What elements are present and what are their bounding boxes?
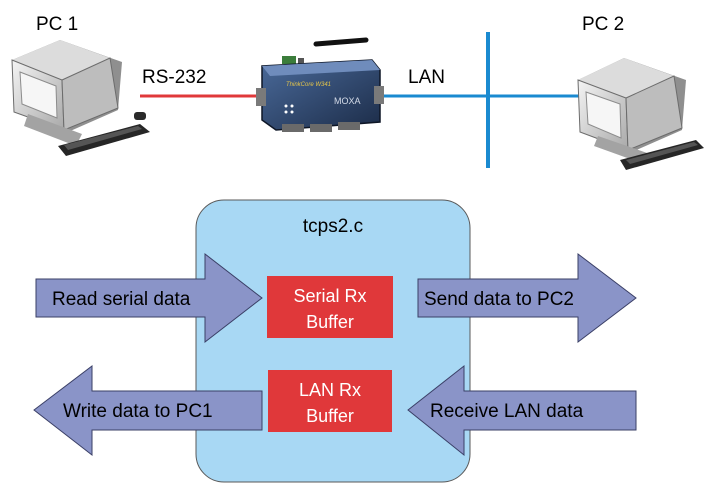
pc1-label: PC 1 <box>36 14 78 35</box>
read-serial-arrow: Read serial data <box>35 252 263 344</box>
device-model-text: ThinkCore W341 <box>286 82 331 88</box>
module-title: tcps2.c <box>303 216 363 237</box>
pc2-computer-icon <box>577 58 704 170</box>
receive-lan-arrow: Receive LAN data <box>407 364 637 457</box>
read-serial-label: Read serial data <box>52 289 191 310</box>
receive-lan-label: Receive LAN data <box>430 401 584 422</box>
lan-rx-buffer-line1: LAN Rx <box>299 380 361 400</box>
lan-label: LAN <box>408 67 445 88</box>
send-pc2-arrow: Send data to PC2 <box>417 252 637 344</box>
serial-rx-buffer: Serial Rx Buffer <box>267 276 393 338</box>
write-pc1-arrow: Write data to PC1 <box>33 364 263 457</box>
serial-rx-buffer-line1: Serial Rx <box>293 286 366 306</box>
serial-rx-buffer-line2: Buffer <box>306 312 354 332</box>
write-pc1-label: Write data to PC1 <box>63 401 213 422</box>
send-pc2-label: Send data to PC2 <box>424 289 574 310</box>
tcps2-module-box <box>195 199 471 483</box>
lan-rx-buffer-line2: Buffer <box>306 406 354 426</box>
moxa-device-icon: ThinkCore W341 MOXA <box>256 37 384 132</box>
lan-rx-buffer: LAN Rx Buffer <box>268 370 392 432</box>
pc2-label: PC 2 <box>582 14 624 35</box>
device-logo-text: MOXA <box>334 96 361 106</box>
pc1-computer-icon <box>11 40 150 156</box>
rs232-label: RS-232 <box>142 67 206 88</box>
